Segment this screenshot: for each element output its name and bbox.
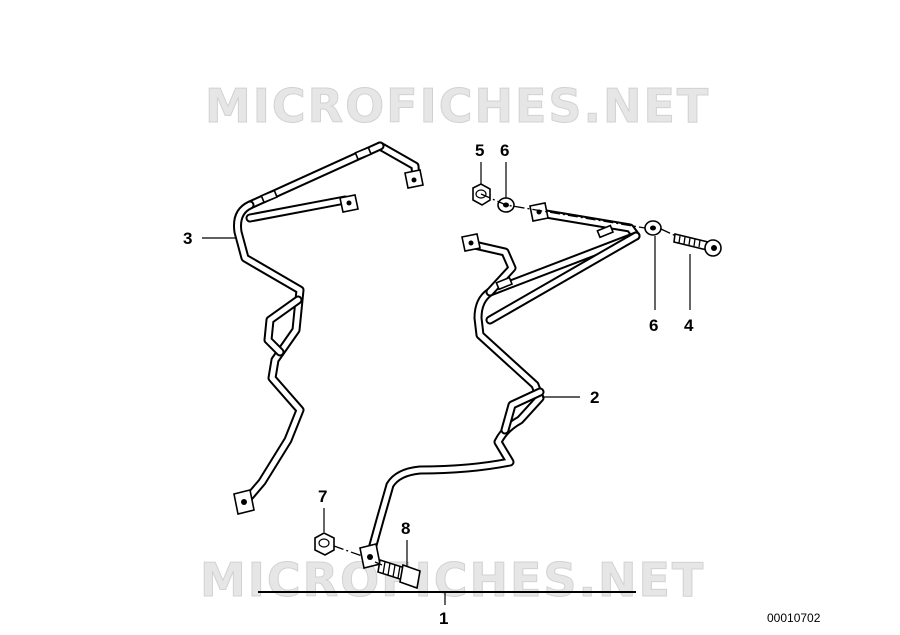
callout-5: 5 [475,141,484,160]
washer-part-6-right [644,220,662,236]
axis-line-top [480,193,646,229]
bolt-part-4 [673,233,722,257]
callout-4: 4 [684,316,694,335]
callout-3: 3 [183,229,192,248]
right-bracket [359,202,641,569]
callout-6-right: 6 [649,316,658,335]
callout-1: 1 [439,609,448,628]
callout-2: 2 [590,388,599,407]
watermark-top: MICROFICHES.NET [205,79,710,133]
axis-line-right [660,228,677,237]
left-bracket [233,141,424,515]
callout-6-top: 6 [500,141,509,160]
callout-8: 8 [401,519,410,538]
axis-line-bottom [333,545,383,566]
watermark-bottom: MICROFICHES.NET [200,553,705,607]
callout-7: 7 [318,487,327,506]
nut-part-7 [314,532,335,556]
diagram-number: 00010702 [767,611,821,625]
bolt-part-8 [377,558,421,590]
